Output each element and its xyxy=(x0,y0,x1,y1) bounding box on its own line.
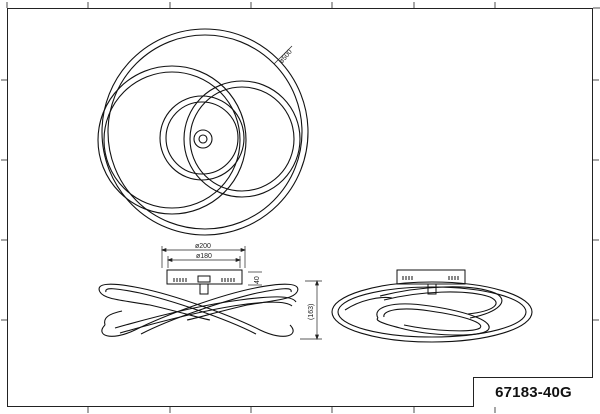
outer-ring xyxy=(101,28,309,236)
right-ring-inner-edge xyxy=(189,86,295,192)
outer-diameter-label: ø500 xyxy=(278,48,294,65)
side-rings xyxy=(331,281,533,343)
side-canopy xyxy=(396,269,466,295)
canopy-inner-diameter-label: ø180 xyxy=(196,253,212,260)
front-canopy xyxy=(166,269,243,295)
canopy-inner xyxy=(165,101,239,175)
diameter-leader xyxy=(273,45,293,65)
front-rings xyxy=(98,283,299,337)
left-ring-inner-edge xyxy=(103,71,241,209)
model-number: 67183-40G xyxy=(495,384,572,401)
right-ring xyxy=(183,80,301,198)
front-view: ø200 ø180 40 (163) xyxy=(98,243,322,340)
center-hub-inner xyxy=(198,134,208,144)
drawing-frame xyxy=(7,8,593,407)
center-hub xyxy=(193,129,213,149)
title-block: 67183-40G xyxy=(473,377,593,407)
canopy-dimension-lines xyxy=(161,246,322,340)
canopy-outline xyxy=(159,95,245,181)
top-view xyxy=(97,28,309,236)
side-view xyxy=(331,269,533,343)
outer-ring-inner-edge xyxy=(107,34,303,230)
left-ring xyxy=(97,65,247,215)
canopy-height-label: 40 xyxy=(254,276,261,284)
total-height-label: (163) xyxy=(308,304,315,320)
canopy-diameter-label: ø200 xyxy=(195,243,211,250)
